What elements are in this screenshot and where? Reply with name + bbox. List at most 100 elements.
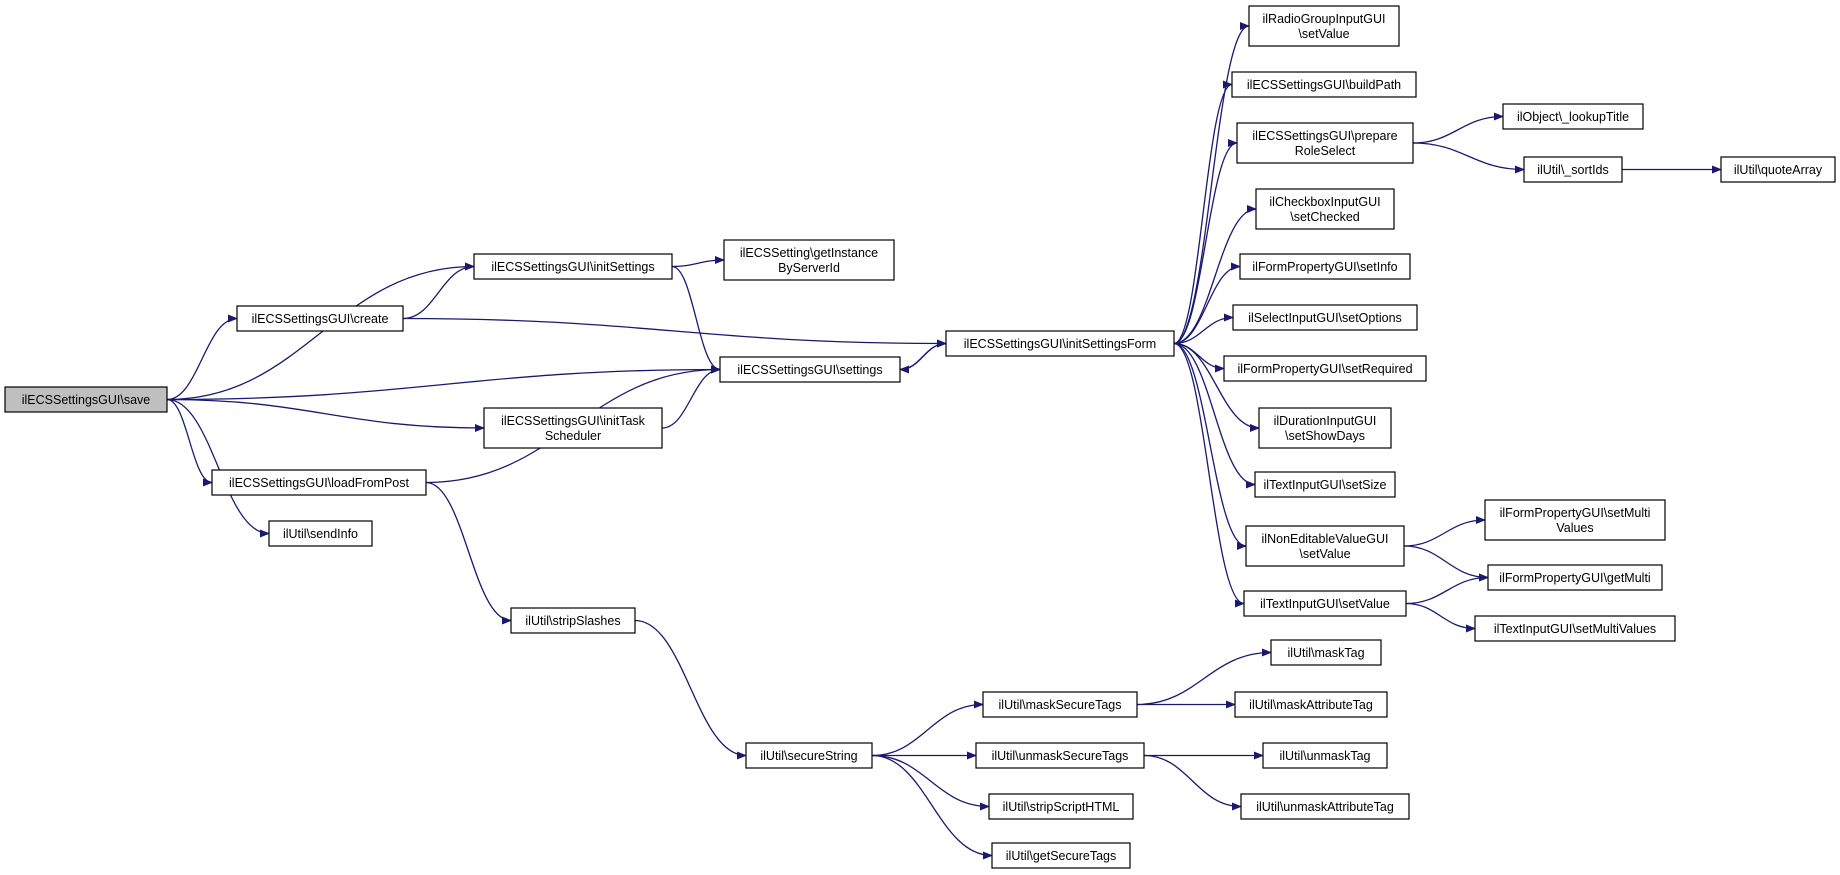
edge-arrow [1173, 22, 1250, 345]
node-label: ilECSSettingsGUI\prepare [1252, 129, 1397, 143]
node-label: ilUtil\getSecureTags [1006, 849, 1116, 863]
edge-save-to-send-info [166, 398, 270, 538]
node-set-multi-values-form[interactable]: ilFormPropertyGUI\setMultiValues [1484, 499, 1666, 541]
edge-init-settings-to-settings [671, 265, 721, 374]
edge-init-settings-form-to-prepare-role-select [1173, 139, 1238, 345]
node-label: ilECSSettingsGUI\buildPath [1247, 78, 1401, 92]
node-strip-slashes[interactable]: ilUtil\stripSlashes [510, 607, 636, 634]
node-box [719, 356, 901, 383]
node-save[interactable]: ilECSSettingsGUI\save [4, 386, 168, 413]
edge-arrow [402, 317, 947, 348]
node-label: ilECSSettingsGUI\initSettings [491, 260, 654, 274]
node-box [723, 239, 895, 281]
node-label: ilUtil\quoteArray [1734, 163, 1823, 177]
node-mask-attribute-tag[interactable]: ilUtil\maskAttributeTag [1234, 691, 1388, 718]
node-set-show-days[interactable]: ilDurationInputGUI\setShowDays [1258, 407, 1392, 449]
edge-arrow [166, 262, 475, 401]
node-strip-script-html[interactable]: ilUtil\stripScriptHTML [988, 793, 1134, 820]
edge-init-task-scheduler-to-settings [661, 365, 721, 429]
node-non-edit-set-value[interactable]: ilNonEditableValueGUI\setValue [1245, 525, 1405, 567]
edge-init-settings-to-get-instance-by-server-id [671, 256, 725, 268]
edge-arrow [661, 365, 721, 429]
node-unmask-attribute-tag[interactable]: ilUtil\unmaskAttributeTag [1240, 793, 1410, 820]
node-radio-set-value[interactable]: ilRadioGroupInputGUI\setValue [1248, 5, 1400, 47]
node-label: Scheduler [545, 429, 601, 443]
node-label: \setValue [1298, 27, 1349, 41]
node-text-set-value[interactable]: ilTextInputGUI\setValue [1243, 590, 1407, 617]
edge-non-edit-set-value-to-get-multi [1403, 545, 1489, 582]
node-set-required[interactable]: ilFormPropertyGUI\setRequired [1223, 355, 1427, 382]
edge-create-to-init-settings-form [402, 317, 947, 348]
node-load-from-post[interactable]: ilECSSettingsGUI\loadFromPost [211, 469, 427, 496]
node-lookup-title[interactable]: ilObject\_lookupTitle [1502, 103, 1644, 130]
edge-prepare-role-select-to-sort-ids [1412, 142, 1525, 174]
node-label: Values [1556, 521, 1593, 535]
edge-strip-slashes-to-secure-string [634, 619, 747, 760]
node-box [1245, 525, 1405, 567]
node-box [1487, 564, 1663, 591]
edges-layer [166, 22, 1722, 860]
node-label: ilUtil\secureString [760, 749, 857, 763]
node-secure-string[interactable]: ilUtil\secureString [745, 742, 873, 769]
node-label: ilTextInputGUI\setValue [1260, 597, 1390, 611]
edge-arrow [871, 754, 990, 811]
node-label: ilUtil\maskAttributeTag [1249, 698, 1373, 712]
edge-init-settings-form-to-radio-set-value [1173, 22, 1250, 345]
node-init-settings-form[interactable]: ilECSSettingsGUI\initSettingsForm [945, 330, 1175, 357]
edge-init-settings-form-to-set-size [1173, 342, 1256, 489]
node-unmask-tag[interactable]: ilUtil\unmaskTag [1262, 742, 1388, 769]
node-label: ilECSSettingsGUI\create [252, 312, 389, 326]
node-init-settings[interactable]: ilECSSettingsGUI\initSettings [473, 253, 673, 280]
edge-arrow [166, 398, 213, 487]
edge-arrow [1173, 313, 1234, 345]
node-sort-ids[interactable]: ilUtil\_sortIds [1523, 156, 1623, 183]
node-label: ilECSSettingsGUI\initSettingsForm [964, 337, 1156, 351]
node-box [1255, 188, 1395, 230]
edge-arrow [1173, 342, 1256, 489]
edge-init-settings-form-to-text-set-value [1173, 342, 1245, 608]
node-build-path[interactable]: ilECSSettingsGUI\buildPath [1231, 71, 1417, 98]
node-create[interactable]: ilECSSettingsGUI\create [236, 305, 404, 332]
edge-arrow [1173, 139, 1238, 345]
edge-text-set-value-to-set-multi-values-text [1405, 602, 1476, 633]
node-get-secure-tags[interactable]: ilUtil\getSecureTags [991, 842, 1131, 869]
node-set-checked[interactable]: ilCheckboxInputGUI\setChecked [1255, 188, 1395, 230]
node-unmask-secure-tags[interactable]: ilUtil\unmaskSecureTags [975, 742, 1145, 769]
node-mask-tag[interactable]: ilUtil\maskTag [1270, 639, 1382, 666]
edge-secure-string-to-strip-script-html [871, 754, 990, 811]
node-label: \setShowDays [1285, 429, 1365, 443]
node-mask-secure-tags[interactable]: ilUtil\maskSecureTags [982, 691, 1138, 718]
edge-save-to-init-settings [166, 262, 475, 401]
node-label: ilUtil\unmaskSecureTags [992, 749, 1129, 763]
edge-arrow [425, 481, 512, 625]
edge-arrow [1173, 342, 1247, 550]
node-quote-array[interactable]: ilUtil\quoteArray [1720, 156, 1836, 183]
node-set-size[interactable]: ilTextInputGUI\setSize [1254, 471, 1396, 498]
node-settings[interactable]: ilECSSettingsGUI\settings [719, 356, 901, 383]
edge-save-to-create [166, 314, 238, 401]
edge-unmask-secure-tags-to-unmask-attribute-tag [1143, 754, 1242, 811]
edge-save-to-settings [166, 365, 721, 401]
node-label: ilUtil\stripScriptHTML [1003, 800, 1120, 814]
node-send-info[interactable]: ilUtil\sendInfo [268, 520, 373, 547]
edge-init-settings-form-to-build-path [1173, 80, 1233, 345]
node-set-options[interactable]: ilSelectInputGUI\setOptions [1232, 304, 1418, 331]
edge-arrow [402, 262, 475, 320]
node-get-multi[interactable]: ilFormPropertyGUI\getMulti [1487, 564, 1663, 591]
node-label: ilTextInputGUI\setMultiValues [1494, 622, 1656, 636]
edge-arrow [166, 365, 721, 401]
node-label: ilFormPropertyGUI\setRequired [1237, 362, 1412, 376]
edge-create-to-init-settings [402, 262, 475, 320]
node-label: ilFormPropertyGUI\setInfo [1252, 260, 1397, 274]
node-box [1254, 471, 1396, 498]
node-set-info[interactable]: ilFormPropertyGUI\setInfo [1239, 253, 1411, 280]
node-set-multi-values-text[interactable]: ilTextInputGUI\setMultiValues [1474, 615, 1676, 642]
node-box [1240, 793, 1410, 820]
edge-prepare-role-select-to-lookup-title [1412, 112, 1504, 144]
node-box [1484, 499, 1666, 541]
node-label: ilECSSettingsGUI\initTask [501, 414, 646, 428]
edge-arrow [1173, 262, 1241, 345]
